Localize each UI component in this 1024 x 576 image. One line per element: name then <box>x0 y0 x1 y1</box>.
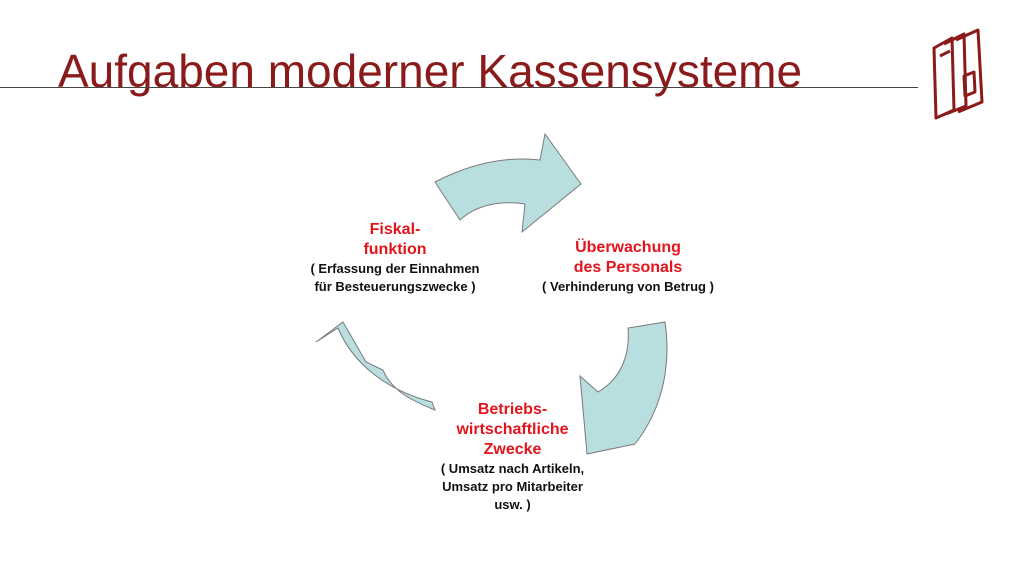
book-stack-icon <box>932 28 984 120</box>
arrow-betrieb-to-fiskal <box>315 321 436 411</box>
node-description: ( Umsatz nach Artikeln, Umsatz pro Mitar… <box>440 461 585 512</box>
cycle-node-fiskalfunktion: Fiskal- funktion ( Erfassung der Einnahm… <box>290 220 500 296</box>
node-description: ( Erfassung der Einnahmen für Besteuerun… <box>310 261 480 294</box>
node-heading: Fiskal- funktion <box>363 221 427 258</box>
arrow-fiskal-to-ueberwachung <box>434 132 582 234</box>
cycle-node-betriebswirtschaft: Betriebs- wirtschaftliche Zwecke ( Umsat… <box>405 400 620 514</box>
node-description: ( Verhinderung von Betrug ) <box>542 279 714 294</box>
title-divider <box>0 87 918 88</box>
cycle-node-ueberwachung: Überwachung des Personals ( Verhinderung… <box>520 238 736 296</box>
arrow-ueberwachung-to-betrieb <box>579 321 668 455</box>
node-heading: Überwachung des Personals <box>573 239 683 276</box>
node-heading: Betriebs- wirtschaftliche Zwecke <box>456 401 569 458</box>
